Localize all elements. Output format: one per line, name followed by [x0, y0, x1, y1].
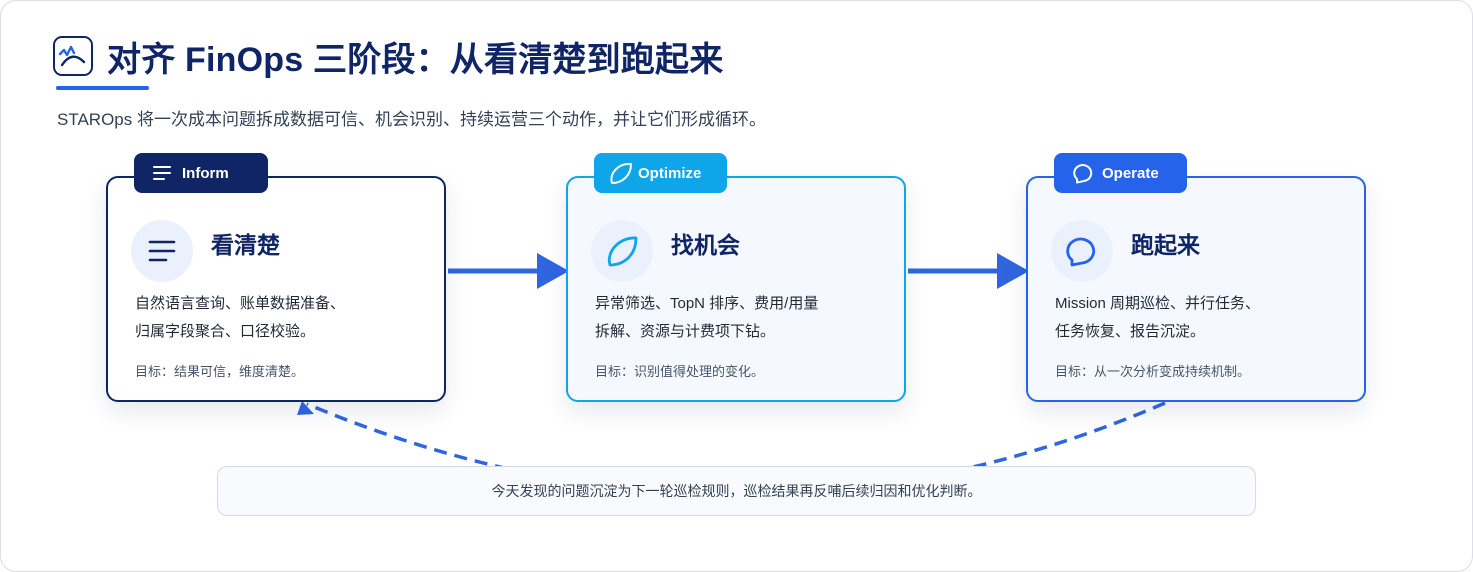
stage-badge-label: Operate [1102, 164, 1159, 182]
page-title: 对齐 FinOps 三阶段：从看清楚到跑起来 [107, 40, 724, 79]
stage-description-line: 归属字段聚合、口径校验。 [135, 323, 316, 340]
list-lines-icon [153, 166, 171, 180]
page-subtitle: STAROps 将一次成本问题拆成数据可信、机会识别、持续运营三个动作，并让它们… [57, 110, 766, 129]
stage-badge-inform: Inform [134, 153, 268, 193]
stage-description: 自然语言查询、账单数据准备、 归属字段聚合、口径校验。 [135, 290, 435, 346]
stage-card-optimize: 找机会 异常筛选、TopN 排序、费用/用量 拆解、资源与计费项下钻。 目标：识… [566, 176, 906, 402]
stage-goal: 目标：从一次分析变成持续机制。 [1055, 364, 1251, 379]
stage-badge-label: Inform [182, 164, 229, 182]
feedback-arrowhead [297, 401, 314, 415]
stage-description-line: 自然语言查询、账单数据准备、 [135, 295, 346, 312]
leaf-icon [591, 220, 653, 282]
stage-heading: 找机会 [671, 232, 740, 258]
stage-description-line: 任务恢复、报告沉淀。 [1055, 323, 1206, 340]
stage-badge-optimize: Optimize [594, 153, 727, 193]
stage-heading: 跑起来 [1131, 232, 1200, 258]
stage-description-line: 异常筛选、TopN 排序、费用/用量 [595, 295, 819, 312]
stage-badge-label: Optimize [638, 164, 702, 182]
pulse-chart-icon [53, 36, 93, 76]
stage-card-inform: 看清楚 自然语言查询、账单数据准备、 归属字段聚合、口径校验。 目标：结果可信，… [106, 176, 446, 402]
stage-goal: 目标：结果可信，维度清楚。 [135, 364, 305, 379]
stage-card-operate: 跑起来 Mission 周期巡检、并行任务、 任务恢复、报告沉淀。 目标：从一次… [1026, 176, 1366, 402]
stage-badge-operate: Operate [1054, 153, 1187, 193]
stage-description: 异常筛选、TopN 排序、费用/用量 拆解、资源与计费项下钻。 [595, 290, 895, 346]
loop-note-box: 今天发现的问题沉淀为下一轮巡检规则，巡检结果再反哺后续归因和优化判断。 [217, 466, 1256, 516]
arrowhead-to-operate [997, 253, 1029, 289]
title-row: 对齐 FinOps 三阶段：从看清楚到跑起来 [53, 31, 723, 81]
arrowhead-to-optimize [537, 253, 569, 289]
loop-icon [1073, 164, 1093, 184]
stage-goal: 目标：识别值得处理的变化。 [595, 364, 765, 379]
loop-icon [1051, 220, 1113, 282]
stage-description-line: Mission 周期巡检、并行任务、 [1055, 295, 1261, 312]
leaf-icon [610, 162, 632, 184]
list-lines-icon [131, 220, 193, 282]
loop-note-text: 今天发现的问题沉淀为下一轮巡检规则，巡检结果再反哺后续归因和优化判断。 [491, 483, 982, 499]
feedback-loop-dashed-arrow [306, 401, 1166, 497]
title-underline [56, 86, 149, 90]
stage-description: Mission 周期巡检、并行任务、 任务恢复、报告沉淀。 [1055, 290, 1355, 346]
stage-heading: 看清楚 [211, 232, 280, 258]
stage-description-line: 拆解、资源与计费项下钻。 [595, 323, 776, 340]
